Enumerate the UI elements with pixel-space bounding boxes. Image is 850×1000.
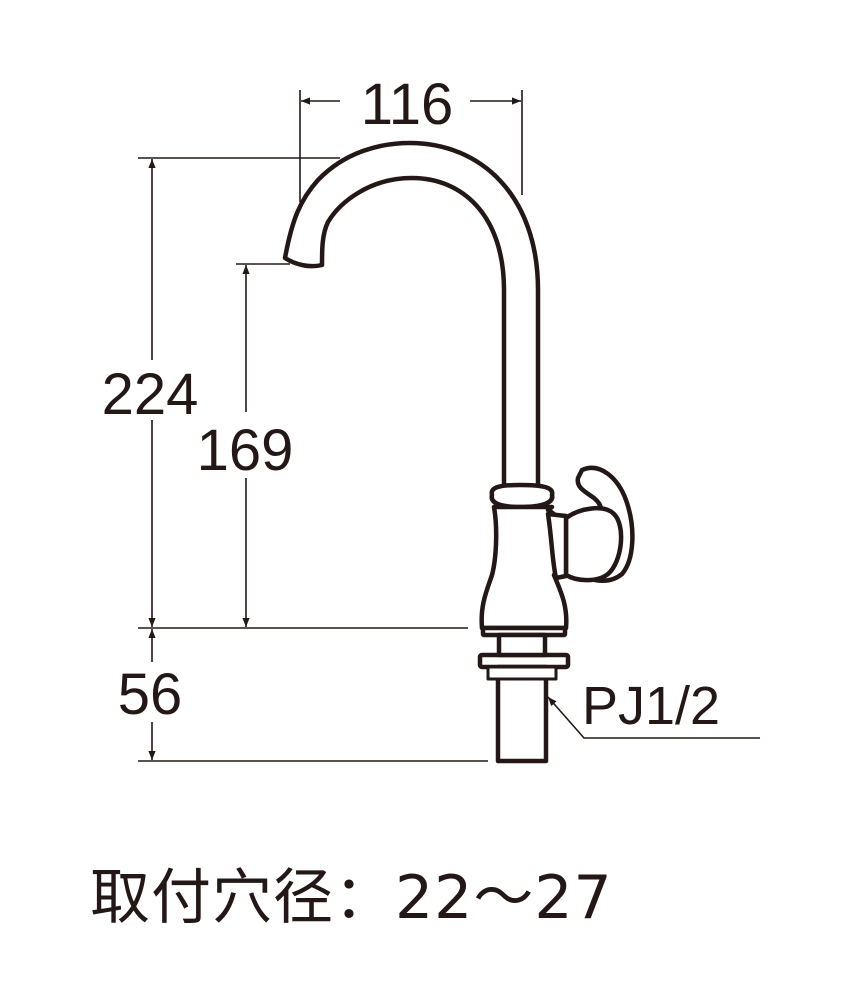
dim-label-169: 169 — [197, 418, 294, 483]
dimension-116: 116 — [299, 72, 523, 202]
mounting-hole-note: 取付穴径：22～27 — [90, 858, 613, 938]
dim-label-56: 56 — [118, 662, 183, 727]
dim-label-thread: PJ1/2 — [582, 676, 720, 736]
dimension-56: 56 — [118, 629, 488, 762]
dim-label-116: 116 — [361, 72, 453, 137]
gooseneck-spout — [282, 140, 541, 493]
mounting-hole-label: 取付穴径 — [90, 863, 334, 933]
handle-hub — [563, 505, 624, 583]
mounting-hole-separator: ： — [334, 863, 395, 933]
shank-nut-face — [486, 665, 558, 681]
thread-leader: PJ1/2 — [547, 676, 760, 739]
spout-collar — [489, 482, 555, 510]
valve-stem — [545, 511, 569, 581]
mounting-hole-range: 22～27 — [395, 863, 613, 933]
dimension-224: 224 — [102, 157, 468, 629]
dim-label-224: 224 — [102, 362, 199, 427]
threaded-shank — [495, 664, 549, 764]
base-neck — [496, 632, 548, 658]
faucet — [282, 140, 635, 764]
dimension-169: 169 — [197, 263, 294, 627]
